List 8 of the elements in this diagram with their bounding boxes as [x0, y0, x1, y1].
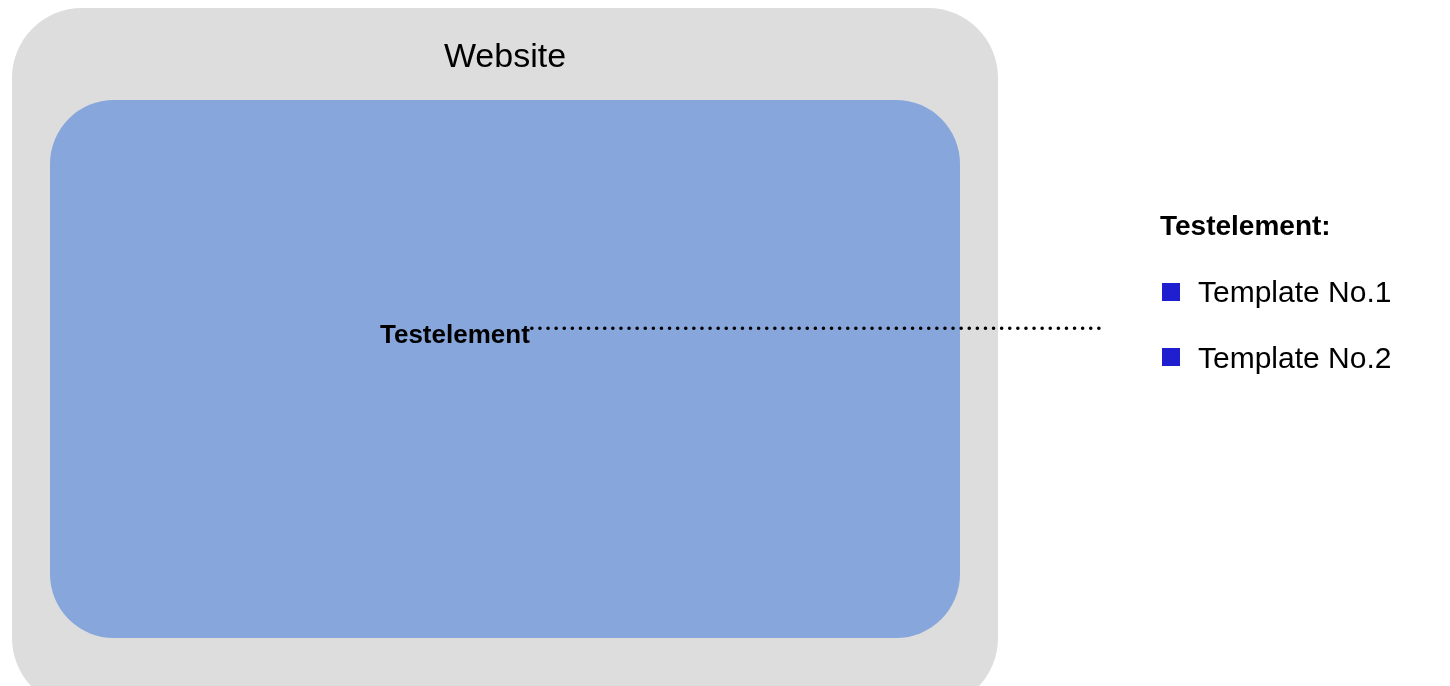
panel-title: Website	[442, 35, 568, 76]
list-heading: Testelement:	[1160, 209, 1331, 243]
element-label: Testelement	[380, 318, 530, 351]
list-item: Template No.1	[1198, 274, 1392, 310]
website-panel	[12, 8, 998, 686]
content-area	[50, 100, 960, 638]
list-item: Template No.2	[1198, 339, 1392, 376]
dotted-leader-line	[530, 326, 1102, 330]
